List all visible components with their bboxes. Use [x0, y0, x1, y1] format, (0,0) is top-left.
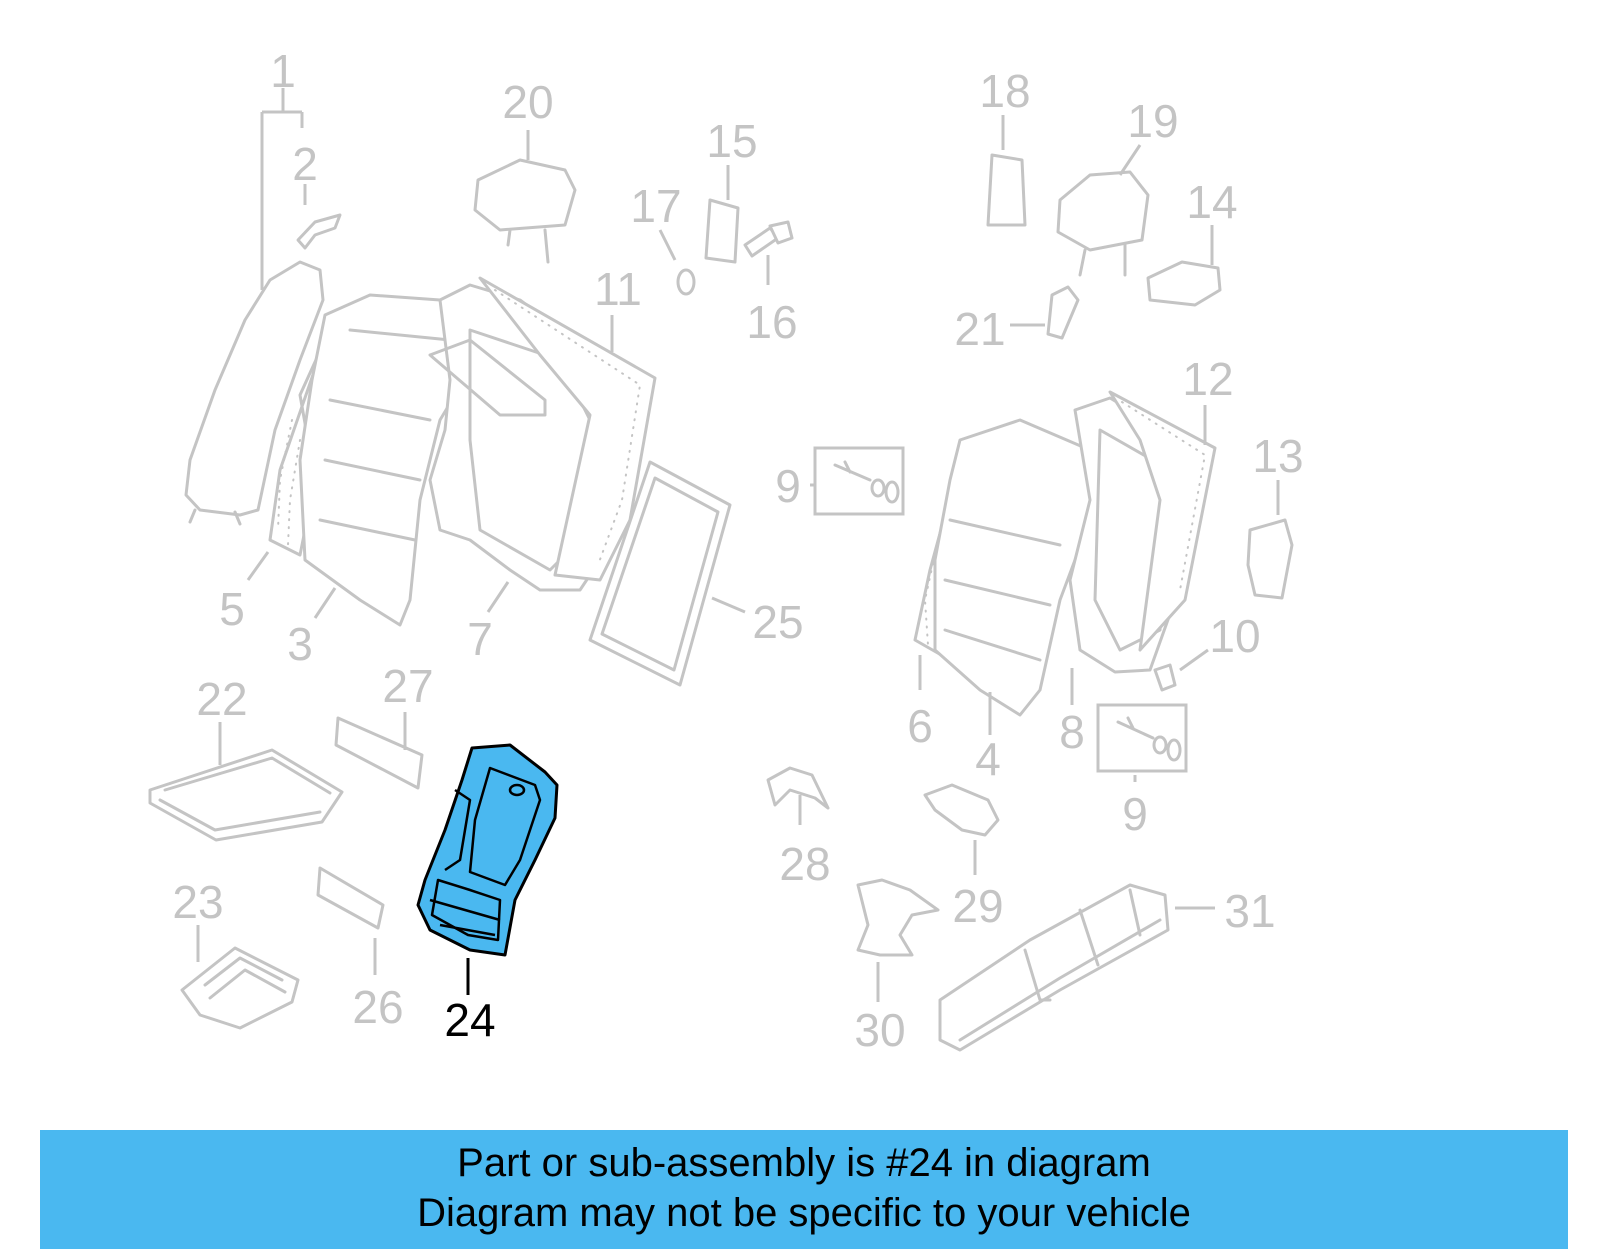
callout-10: 10 [1209, 610, 1260, 662]
callout-27: 27 [382, 660, 433, 712]
callout-25: 25 [752, 596, 803, 648]
part-31-long-cover [938, 883, 1170, 1052]
callout-24: 24 [444, 994, 495, 1046]
part-2-clip [296, 213, 342, 250]
callout-6: 6 [907, 700, 933, 752]
part-29-cover [923, 783, 1000, 837]
part-13-trim [1246, 518, 1294, 600]
part-26-cover [316, 866, 385, 930]
part-21-guide [1046, 285, 1080, 340]
part-18-trim [986, 153, 1027, 227]
callout-21: 21 [954, 303, 1005, 355]
callout-labels: 1 2 3 4 5 6 7 8 9 9 10 11 12 13 14 15 16… [172, 45, 1303, 1056]
callout-18: 18 [979, 65, 1030, 117]
part-1-side-bolster [184, 260, 325, 526]
callout-14: 14 [1186, 176, 1237, 228]
callout-29: 29 [952, 880, 1003, 932]
callout-16: 16 [746, 296, 797, 348]
callout-9-bottom: 9 [1122, 788, 1148, 840]
callout-9-top: 9 [775, 460, 801, 512]
part-28-clip [766, 766, 830, 810]
callout-11: 11 [594, 263, 642, 315]
part-17-washer [676, 268, 696, 296]
callout-5: 5 [219, 583, 245, 635]
callout-20: 20 [502, 76, 553, 128]
part-10-cap [1153, 663, 1177, 692]
banner-line-1: Part or sub-assembly is #24 in diagram [457, 1141, 1151, 1185]
callout-3: 3 [287, 618, 313, 670]
part-27-strip [334, 716, 424, 790]
part-24-highlighted-frame [416, 743, 559, 957]
part-12-back-panel [1108, 390, 1217, 652]
leader-lines [196, 88, 1280, 1002]
part-20-headrest [473, 158, 577, 264]
callout-17: 17 [630, 180, 681, 232]
callout-4: 4 [975, 733, 1001, 785]
callout-7: 7 [467, 613, 493, 665]
part-30-bracket [856, 878, 940, 957]
part-25-board [588, 460, 732, 687]
part-19-headrest [1056, 170, 1150, 277]
callout-23: 23 [172, 876, 223, 928]
callout-28: 28 [779, 838, 830, 890]
info-banner: Part or sub-assembly is #24 in diagram D… [40, 1130, 1568, 1249]
callout-19: 19 [1127, 95, 1178, 147]
callout-31: 31 [1224, 885, 1275, 937]
callout-22: 22 [196, 673, 247, 725]
part-15-bracket [704, 198, 740, 264]
callout-2: 2 [292, 138, 318, 190]
callout-13: 13 [1252, 430, 1303, 482]
part-14-latch [1146, 260, 1222, 307]
part-16-bolt [743, 220, 794, 258]
part-9-hardware-kit-bottom [1096, 703, 1188, 773]
callout-30: 30 [854, 1004, 905, 1056]
banner-line-2: Diagram may not be specific to your vehi… [417, 1191, 1191, 1235]
callout-26: 26 [352, 981, 403, 1033]
callout-8: 8 [1059, 706, 1085, 758]
callout-12: 12 [1182, 353, 1233, 405]
part-11-back-panel [478, 276, 657, 582]
part-22-tray [148, 748, 344, 842]
callout-1: 1 [270, 45, 296, 97]
callout-15: 15 [706, 115, 757, 167]
part-9-hardware-kit-top [813, 446, 905, 516]
part-23-bracket [180, 946, 300, 1030]
